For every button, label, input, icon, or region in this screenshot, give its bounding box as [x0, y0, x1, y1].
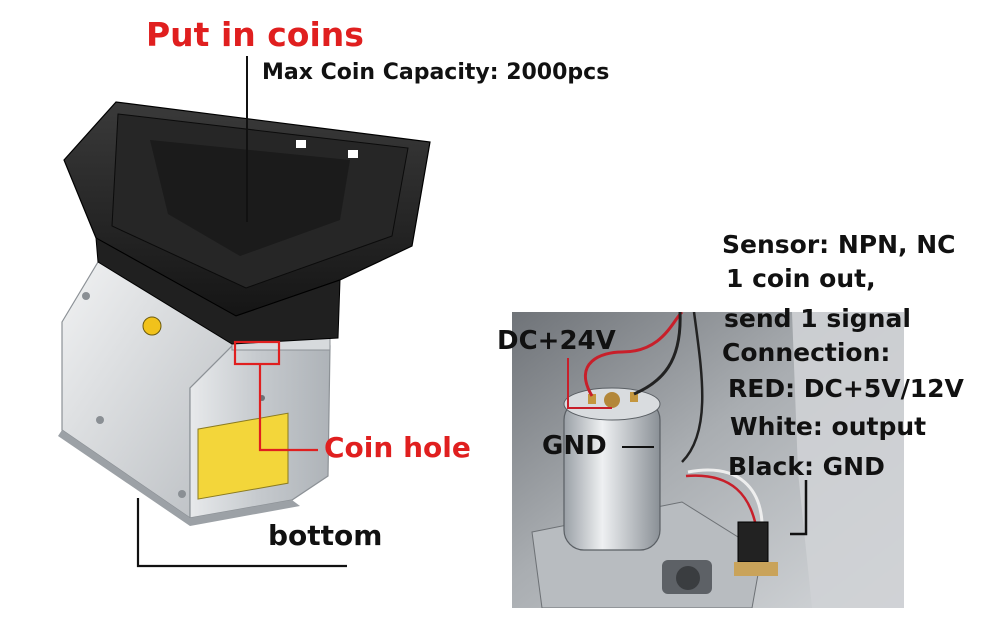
put-in-coins-label: Put in coins — [146, 15, 364, 54]
coin-hole-label: Coin hole — [324, 431, 471, 464]
black-wire-label: Black: GND — [728, 452, 885, 481]
coin-out-label: 1 coin out, — [726, 264, 876, 293]
bottom-bracket — [136, 498, 347, 568]
coin-hole-highlight — [233, 340, 281, 366]
motor-photo — [512, 312, 904, 608]
send-signal-label: send 1 signal — [724, 304, 911, 333]
black-funnel — [63, 101, 431, 345]
gnd-label: GND — [542, 431, 607, 461]
capacity-label: Max Coin Capacity: 2000pcs — [262, 60, 610, 85]
sensor-pointer — [790, 480, 808, 536]
dc24-label: DC+24V — [497, 326, 616, 356]
connection-label: Connection: — [722, 338, 891, 367]
sensor-spec-label: Sensor: NPN, NC — [722, 230, 956, 259]
red-wire-label: RED: DC+5V/12V — [728, 374, 964, 403]
dc24-pointer — [567, 358, 612, 409]
coin-hole-pointer — [258, 364, 318, 452]
white-wire-label: White: output — [730, 412, 927, 441]
steel-housing — [58, 261, 331, 526]
motor-photo-drawing — [512, 312, 904, 608]
bottom-label: bottom — [268, 519, 383, 552]
